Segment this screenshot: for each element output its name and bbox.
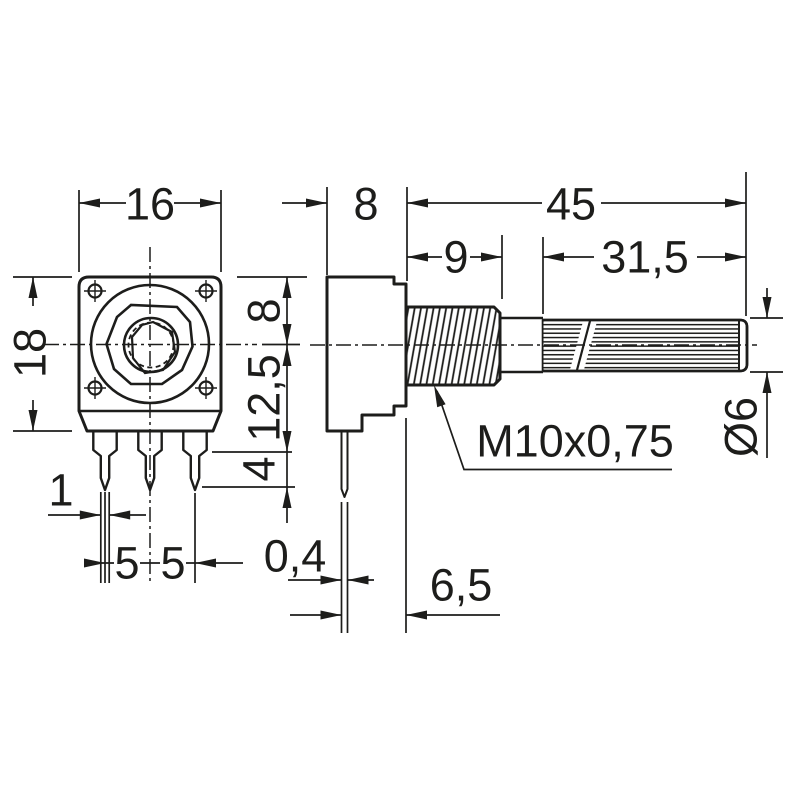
- dim-pin-to-mount-face: 6,5: [290, 560, 500, 620]
- dim-shaft-length-label: 45: [546, 179, 596, 230]
- mounting-hole-bottom-right: [195, 377, 217, 399]
- pin-left: [92, 429, 118, 492]
- dim-pin-pitch-label-2: 5: [160, 538, 185, 589]
- dim-body-depth-label: 8: [353, 179, 378, 230]
- front-view: [44, 247, 257, 583]
- side-body: [325, 275, 408, 433]
- dim-pin-thickness-side-label: 0,4: [264, 531, 327, 582]
- octagon-boss: [105, 303, 194, 386]
- threaded-bushing: [404, 305, 502, 387]
- shaft-cross-section: [130, 320, 177, 375]
- dim-shaft-diameter: Ø6: [716, 288, 772, 458]
- shaft-neck: [500, 316, 543, 374]
- dim-front-height-label: 18: [5, 328, 56, 378]
- dim-right-chain: 8 12,5 4: [234, 277, 292, 523]
- dim-shaft-length: 45: [407, 179, 746, 230]
- dim-center-to-pin-seat-label: 12,5: [239, 354, 290, 442]
- dim-body-depth: 8: [282, 179, 379, 230]
- side-pin: [340, 430, 349, 498]
- dim-pin-thickness-front-label: 1: [48, 465, 73, 516]
- dim-pin-pitch: 5 5: [84, 538, 243, 589]
- pin-right: [182, 429, 208, 492]
- dim-front-height: 18: [5, 277, 56, 431]
- dim-pin-thickness-side: 0,4: [264, 531, 374, 585]
- dimensions: 16 8 45 9 31,5: [5, 172, 783, 633]
- thread-spec-callout: M10x0,75: [434, 385, 674, 471]
- dim-pin-thickness-front: 1: [48, 465, 146, 520]
- dim-pin-tail-label: 4: [234, 456, 285, 481]
- side-view: [310, 275, 757, 498]
- dim-knurl-length-label: 31,5: [601, 232, 689, 283]
- mounting-hole-top-right: [195, 280, 217, 302]
- dim-thread-length: 9: [407, 232, 502, 283]
- thread-spec-label: M10x0,75: [476, 416, 674, 467]
- dim-thread-length-label: 9: [443, 232, 468, 283]
- mounting-hole-bottom-left: [84, 377, 106, 399]
- dim-shaft-diameter-label: Ø6: [716, 397, 767, 457]
- dim-pin-to-mount-face-label: 6,5: [430, 560, 493, 611]
- mounting-hole-top-left: [84, 280, 106, 302]
- dim-knurl-length: 31,5: [543, 232, 746, 283]
- dim-front-width-label: 16: [125, 179, 175, 230]
- dim-pin-pitch-label-1: 5: [114, 538, 139, 589]
- dim-front-width: 16: [79, 179, 221, 230]
- dim-top-to-center-label: 8: [239, 298, 290, 323]
- extension-lines: [13, 172, 783, 633]
